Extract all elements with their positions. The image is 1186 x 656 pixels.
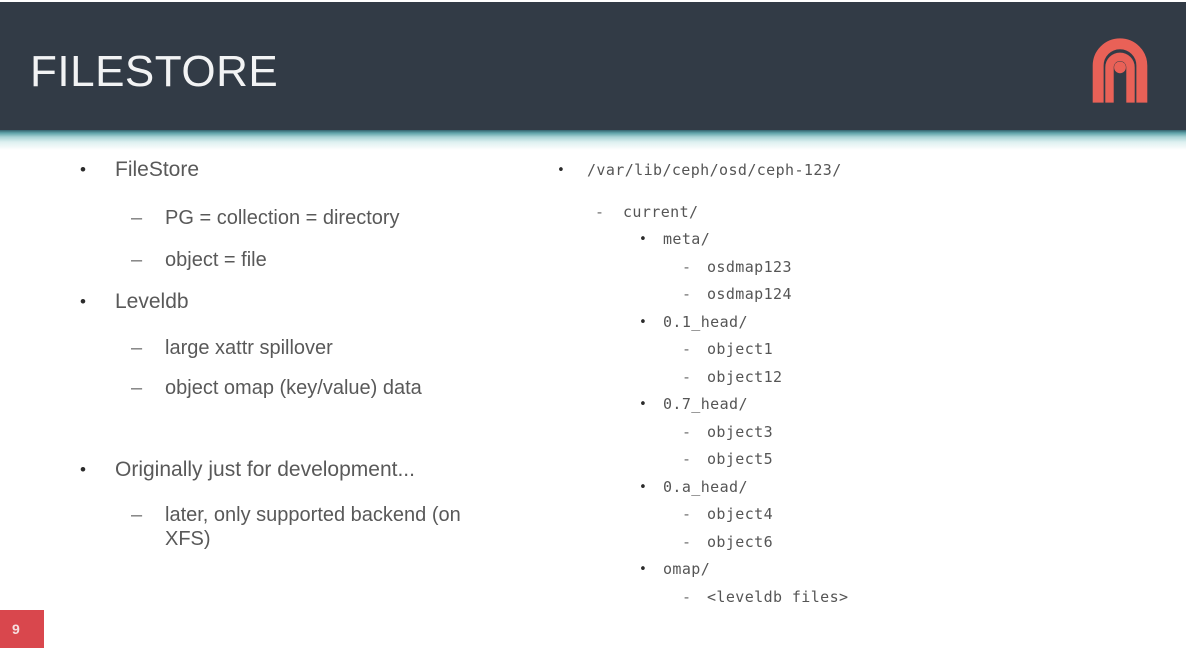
dash-icon: - [682, 450, 692, 468]
dash-icon: – [131, 249, 143, 271]
tree-item-text: osdmap124 [707, 285, 792, 303]
dash-icon: - [682, 532, 692, 551]
tree-item-text: object1 [707, 340, 774, 358]
tree-item-text: object5 [707, 450, 774, 468]
tree-item-text: osdmap123 [707, 257, 792, 276]
left-bullet-list: • FileStore – PG = collection = director… [78, 156, 498, 551]
list-item-text: Originally just for development... [115, 458, 415, 481]
tree-item-text: 0.1_head/ [663, 312, 748, 331]
ceph-logo-icon [1092, 38, 1148, 103]
bullet-icon: • [639, 562, 647, 577]
list-item-text: later, only supported backend (on XFS) [165, 504, 461, 550]
dash-icon: - [682, 367, 692, 386]
tree-item-object1: - object1 [556, 336, 1156, 364]
accent-divider [0, 130, 1186, 150]
bullet-icon: • [557, 163, 565, 178]
dash-icon: - [682, 505, 692, 523]
tree-item-object3: - object3 [556, 419, 1156, 447]
dash-icon: - [682, 340, 692, 358]
list-item-text: PG = collection = directory [165, 207, 400, 229]
page-number-badge: 9 [0, 610, 44, 648]
tree-item-text: current/ [623, 202, 699, 221]
dash-icon: - [682, 587, 692, 606]
tree-item-text: meta/ [663, 230, 711, 248]
list-item-text: large xattr spillover [165, 337, 333, 359]
bullet-icon: • [80, 160, 86, 179]
page-number: 9 [12, 621, 20, 637]
tree-item-text: <leveldb files> [707, 587, 849, 606]
tree-item-text: 0.a_head/ [663, 477, 748, 496]
tree-item-object12: - object12 [556, 364, 1156, 392]
tree-item-text: object4 [707, 505, 774, 523]
dash-icon: – [131, 337, 143, 359]
list-item-text: Leveldb [115, 290, 189, 313]
list-item-originally: • Originally just for development... [78, 456, 498, 484]
directory-tree: • /var/lib/ceph/osd/ceph-123/ - current/… [556, 157, 1156, 611]
list-item-later-backend: – later, only supported backend (on XFS) [131, 503, 498, 551]
tree-item-text: object6 [707, 532, 774, 551]
tree-item-0-a-head: • 0.a_head/ [556, 474, 1156, 502]
tree-item-omap: • omap/ [556, 556, 1156, 584]
list-item-text: object omap (key/value) data [165, 377, 422, 399]
bullet-icon: • [639, 479, 647, 495]
dash-icon: - [682, 285, 692, 303]
dash-icon: - [595, 202, 605, 221]
bullet-icon: • [639, 397, 647, 412]
tree-item-leveldb-files: - <leveldb files> [556, 584, 1156, 612]
bullet-icon: • [639, 232, 647, 247]
tree-item-text: object12 [707, 367, 783, 386]
bullet-icon: • [80, 292, 86, 311]
dash-icon: – [131, 377, 143, 399]
list-item-omap-data: – object omap (key/value) data [131, 374, 498, 402]
tree-item-osdmap123: - osdmap123 [556, 254, 1156, 282]
slide-header: FILESTORE [0, 2, 1186, 130]
tree-item-object4: - object4 [556, 501, 1156, 529]
tree-item-text: omap/ [663, 560, 711, 578]
dash-icon: - [682, 422, 692, 441]
slide-title: FILESTORE [30, 47, 279, 96]
list-item-leveldb: • Leveldb [78, 288, 498, 316]
tree-item-osdmap124: - osdmap124 [556, 281, 1156, 309]
tree-item-object5: - object5 [556, 446, 1156, 474]
tree-item-0-1-head: • 0.1_head/ [556, 309, 1156, 337]
tree-item-object6: - object6 [556, 529, 1156, 557]
list-item-filestore: • FileStore [78, 156, 498, 184]
tree-item-text: /var/lib/ceph/osd/ceph-123/ [587, 161, 842, 179]
list-item-text: FileStore [115, 158, 200, 181]
dash-icon: – [131, 504, 143, 526]
tree-item-text: 0.7_head/ [663, 395, 748, 413]
list-item-object-file: – object = file [131, 246, 498, 274]
list-item-xattr: – large xattr spillover [131, 334, 498, 362]
bullet-icon: • [80, 460, 86, 479]
tree-item-meta: • meta/ [556, 226, 1156, 254]
tree-item-osd-path: • /var/lib/ceph/osd/ceph-123/ [556, 157, 1156, 185]
tree-item-current: - current/ [556, 199, 1156, 227]
list-item-text: object = file [165, 249, 267, 271]
dash-icon: - [682, 257, 692, 276]
tree-item-0-7-head: • 0.7_head/ [556, 391, 1156, 419]
list-item-pg-collection: – PG = collection = directory [131, 204, 498, 232]
dash-icon: – [131, 207, 143, 229]
bullet-icon: • [639, 314, 647, 330]
tree-item-text: object3 [707, 422, 774, 441]
